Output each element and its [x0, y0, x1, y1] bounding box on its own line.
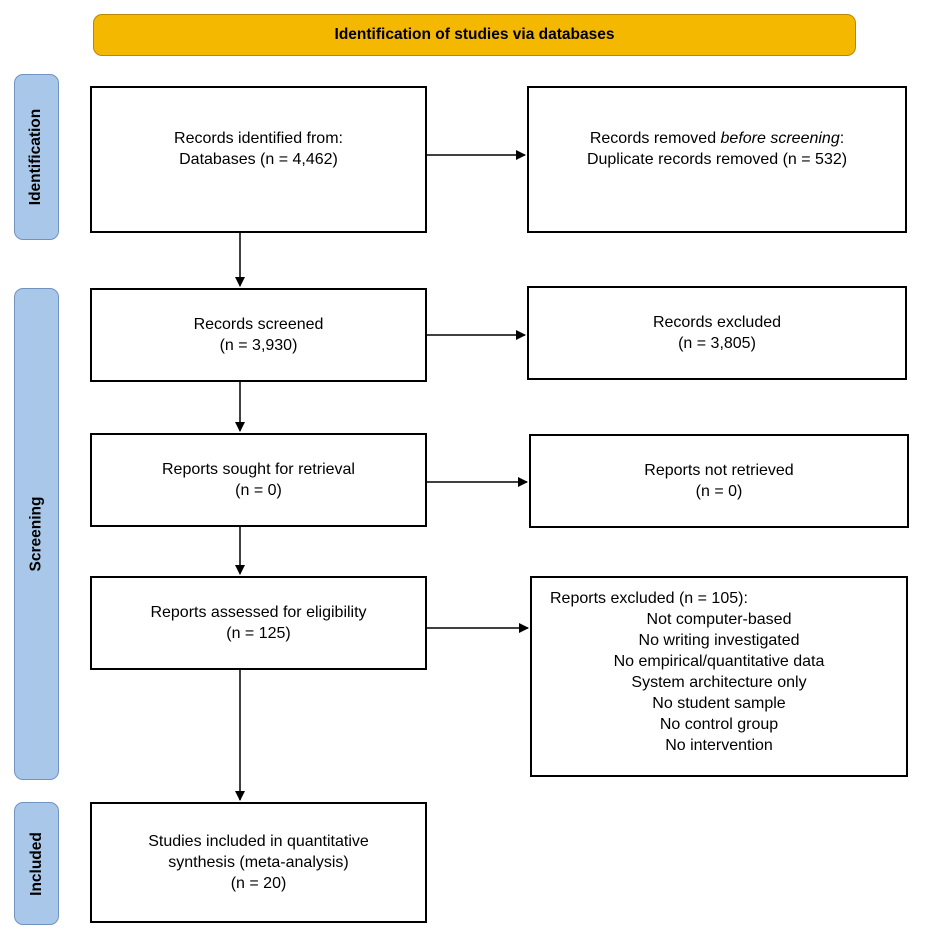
header-title: Identification of studies via databases — [334, 26, 615, 43]
reports-not-retrieved-count: (n = 0) — [695, 483, 743, 500]
exclusion-reason: No writing investigated — [638, 632, 800, 649]
reports-assessed-box: Reports assessed for eligibility (n = 12… — [90, 576, 427, 670]
reports-not-retrieved-box: Reports not retrieved (n = 0) — [529, 434, 909, 528]
studies-included-count: (n = 20) — [230, 875, 287, 892]
reports-assessed-count: (n = 125) — [226, 625, 291, 642]
studies-included-label-1: Studies included in quantitative — [148, 833, 369, 850]
records-excluded-label: Records excluded — [652, 314, 782, 331]
records-removed-count: Duplicate records removed (n = 532) — [586, 151, 848, 168]
exclusion-reason: No control group — [659, 716, 779, 733]
records-removed-label: Records removed before screening: — [589, 130, 845, 147]
reports-excluded-box: Reports excluded (n = 105): Not computer… — [530, 576, 908, 777]
records-excluded-count: (n = 3,805) — [678, 335, 756, 352]
phase-identification: Identification — [14, 74, 59, 240]
header-banner: Identification of studies via databases — [93, 14, 856, 56]
records-removed-box: Records removed before screening: Duplic… — [527, 86, 907, 233]
exclusion-reason: Not computer-based — [646, 611, 792, 628]
phase-screening: Screening — [14, 288, 59, 780]
records-screened-box: Records screened (n = 3,930) — [90, 288, 427, 382]
records-identified-label: Records identified from: — [174, 130, 343, 147]
reports-not-retrieved-label: Reports not retrieved — [644, 462, 794, 479]
reports-sought-count: (n = 0) — [235, 482, 282, 499]
exclusion-reason: No empirical/quantitative data — [613, 653, 825, 670]
records-screened-count: (n = 3,930) — [219, 337, 298, 354]
records-identified-box: Records identified from: Databases (n = … — [90, 86, 427, 233]
reports-assessed-label: Reports assessed for eligibility — [150, 604, 367, 621]
records-identified-count: Databases (n = 4,462) — [179, 151, 338, 168]
reports-sought-label: Reports sought for retrieval — [162, 461, 355, 478]
exclusion-reason: No student sample — [652, 695, 786, 712]
studies-included-label-2: synthesis (meta-analysis) — [168, 854, 349, 871]
records-screened-label: Records screened — [193, 316, 324, 333]
reports-excluded-title: Reports excluded (n = 105): — [550, 590, 748, 607]
exclusion-reason: System architecture only — [631, 674, 807, 691]
reports-sought-box: Reports sought for retrieval (n = 0) — [90, 433, 427, 527]
studies-included-box: Studies included in quantitative synthes… — [90, 802, 427, 923]
records-excluded-box: Records excluded (n = 3,805) — [527, 286, 907, 380]
phase-included: Included — [14, 802, 59, 925]
exclusion-reason: No intervention — [665, 737, 773, 754]
